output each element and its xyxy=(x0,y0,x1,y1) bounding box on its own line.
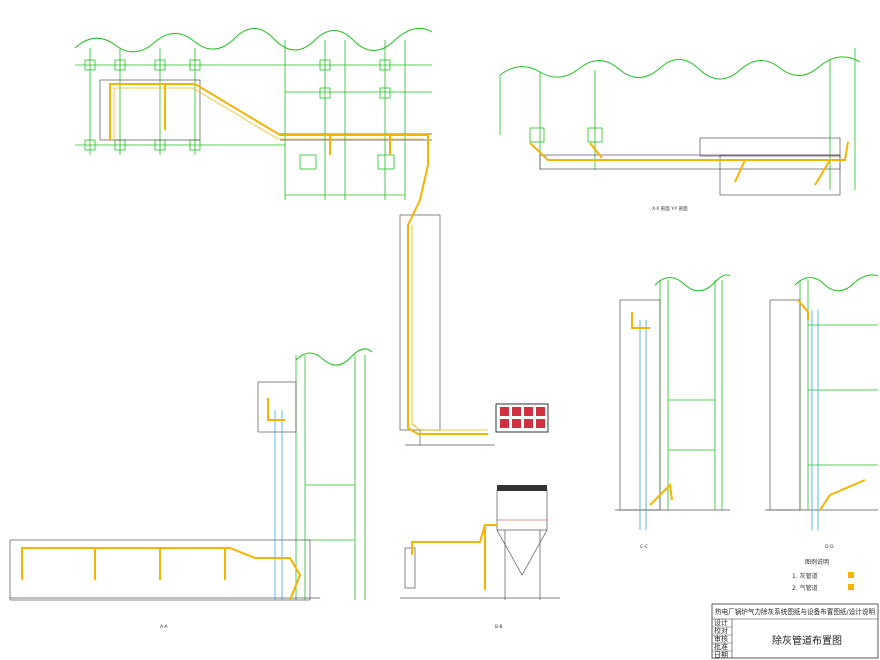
legend-item-1-swatch xyxy=(848,572,854,578)
ash-pipe-bottom-left xyxy=(21,398,302,601)
caption-top-right: X-X 剖面 Y-Y 剖面 xyxy=(652,205,688,212)
title-block-row-2: 校对 xyxy=(714,626,728,635)
legend-title: 图例说明 xyxy=(805,558,829,566)
title-block-row-5: 日期 xyxy=(714,651,728,659)
section-view-bottom-middle: B-B xyxy=(400,485,560,630)
drawing-title: 除灰管道布置图 xyxy=(772,634,842,647)
plan-view-top-left xyxy=(74,27,433,201)
ash-pipe-vertical xyxy=(407,199,488,435)
legend-item-1-label: 1. 灰管道 xyxy=(792,572,818,580)
section-view-bottom-left: A-A xyxy=(9,348,373,630)
roof-wave xyxy=(74,27,433,53)
silo-block xyxy=(495,403,549,433)
structure-outline xyxy=(99,79,432,141)
legend-item-2-swatch xyxy=(848,584,854,590)
grid-lines xyxy=(75,40,432,200)
ash-pipe-plan xyxy=(109,83,429,201)
caption-right-2: D-D xyxy=(825,544,834,550)
roof-wave-right xyxy=(499,56,861,80)
title-block-row-3: 审核 xyxy=(714,634,728,643)
section-view-top-right: X-X 剖面 Y-Y 剖面 xyxy=(499,48,861,212)
title-block: 热电厂锅炉气力除灰系统图纸与设备布置图纸/设计说明 设计 校对 审核 批准 日期… xyxy=(711,603,879,659)
caption-bottom-left: A-A xyxy=(160,624,169,630)
air-pipe-bottom-left xyxy=(274,410,283,600)
roof-wave-bottom-left xyxy=(295,348,373,366)
ash-pipe-section-top xyxy=(529,141,849,186)
legend-item-2-label: 2. 气管道 xyxy=(792,584,818,592)
title-block-row-1: 设计 xyxy=(714,618,728,627)
title-block-row-4: 批准 xyxy=(714,642,728,651)
vertical-pipe-run xyxy=(399,199,549,446)
ash-pipe-bottom-middle xyxy=(411,524,497,590)
title-block-header: 热电厂锅炉气力除灰系统图纸与设备布置图纸/设计说明 xyxy=(715,607,875,616)
column-markers xyxy=(84,59,395,170)
caption-right-1: C-C xyxy=(640,544,648,550)
caption-bottom-mid: B-B xyxy=(495,624,503,630)
section-views-right: C-C D-D xyxy=(615,274,879,550)
legend: 图例说明 1. 灰管道 2. 气管道 xyxy=(792,558,854,592)
